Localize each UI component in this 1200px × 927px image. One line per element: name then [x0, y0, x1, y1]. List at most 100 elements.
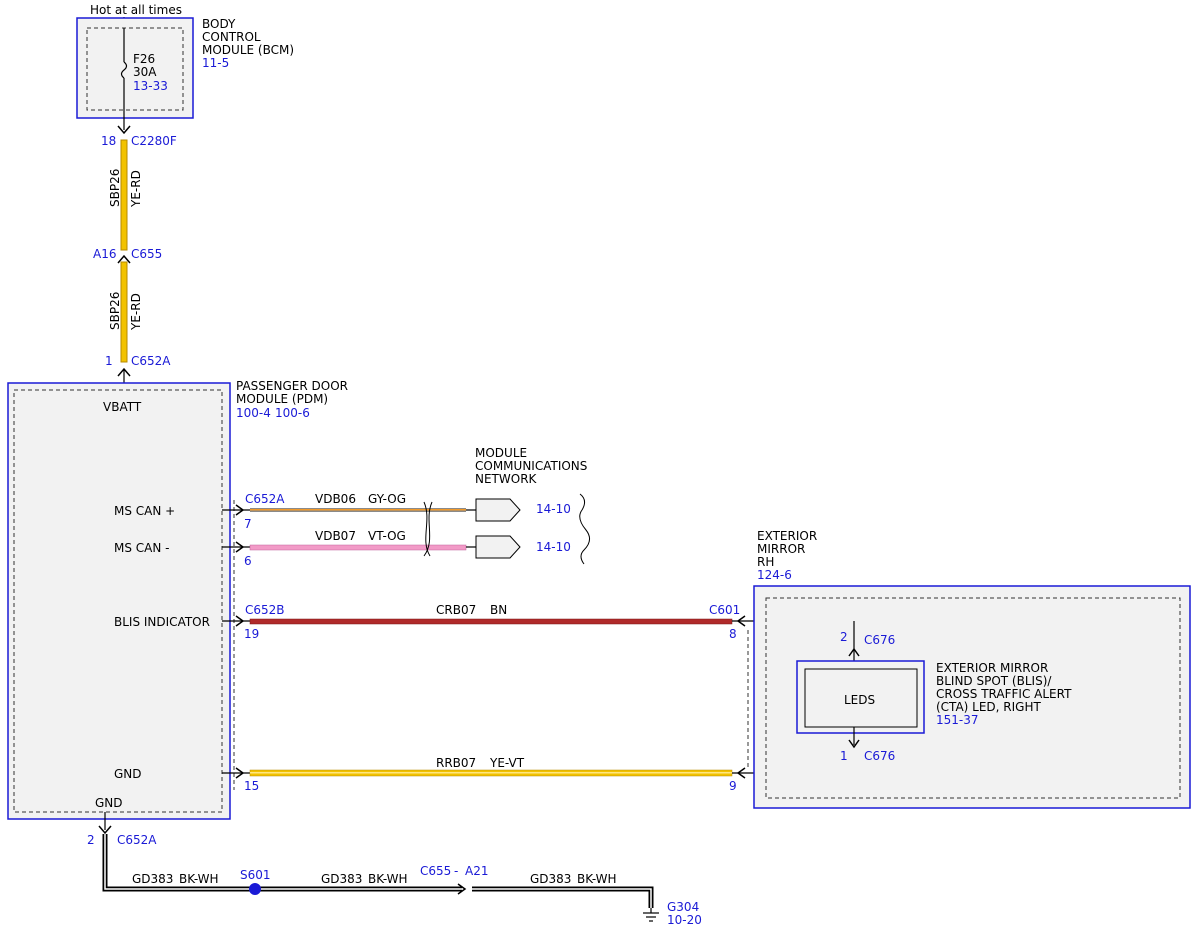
ground-seg1-color: BK-WH: [179, 872, 219, 886]
blis-circuit: CRB07: [436, 603, 476, 617]
can-minus-circuit: VDB07: [315, 529, 356, 543]
ground-inline-connector[interactable]: C655: [420, 864, 451, 878]
connector-arrow-icon: [235, 541, 245, 553]
fuse-icon: [120, 61, 128, 79]
connector-arrow-icon: [117, 367, 131, 377]
bcm-pin: 18: [101, 134, 116, 148]
led-top-connector[interactable]: C676: [864, 633, 895, 647]
connector-arrow-icon: [848, 739, 860, 749]
can-minus-pin: 6: [244, 554, 252, 568]
pdm-ref-1[interactable]: 100-4: [236, 406, 271, 420]
can-minus-color: VT-OG: [368, 529, 406, 543]
pdm-supply-connector[interactable]: C652A: [131, 354, 171, 368]
bcm-connector[interactable]: C2280F: [131, 134, 177, 148]
connector-arrow-icon: [457, 883, 467, 895]
fuse-ref[interactable]: 13-33: [133, 79, 168, 93]
wire-blis: [249, 618, 733, 625]
twisted-pair-icon: [423, 501, 433, 557]
pdm-blis-label: BLIS INDICATOR: [114, 615, 210, 629]
ground-seg3-circuit: GD383: [530, 872, 571, 886]
connector-arrow-icon: [235, 504, 245, 516]
ground-ref[interactable]: 10-20: [667, 913, 702, 927]
can-plus-ref[interactable]: 14-10: [536, 502, 571, 516]
ground-icon: [643, 908, 659, 922]
led-desc-2: BLIND SPOT (BLIS)/: [936, 674, 1052, 688]
ground-inline-sep: -: [454, 864, 458, 878]
c655-pin: A16: [93, 247, 116, 261]
ground-point[interactable]: G304: [667, 900, 699, 914]
can-plus-pin: 7: [244, 517, 252, 531]
led-top-pin: 2: [840, 630, 848, 644]
wire-sbp26-lower-circuit: SBP26: [108, 292, 122, 330]
pdm-supply-pin: 1: [105, 354, 113, 368]
mirror-inner-box: [765, 597, 1181, 799]
blis-color: BN: [490, 603, 507, 617]
connector-arrow-icon: [736, 615, 746, 627]
led-label: LEDS: [844, 693, 875, 707]
wire-sbp26-upper-circuit: SBP26: [108, 169, 122, 207]
bcm-name-2: CONTROL: [202, 30, 261, 44]
connector-arrow-icon: [235, 767, 245, 779]
wire-ground-2: [472, 886, 654, 908]
pdm-name-1: PASSENGER DOOR: [236, 379, 348, 393]
brace-icon: [579, 493, 590, 565]
ground-pin: 2: [87, 833, 95, 847]
network-connector[interactable]: C652A: [245, 492, 285, 506]
gnd-mirror-pin: 9: [729, 779, 737, 793]
led-bottom-pin: 1: [840, 749, 848, 763]
can-minus-ref[interactable]: 14-10: [536, 540, 571, 554]
c655-connector[interactable]: C655: [131, 247, 162, 261]
blis-mirror-connector[interactable]: C601: [709, 603, 740, 617]
blis-pdm-connector[interactable]: C652B: [245, 603, 285, 617]
splice-label[interactable]: S601: [240, 868, 271, 882]
mirror-ref[interactable]: 124-6: [757, 568, 792, 582]
network-name-3: NETWORK: [475, 472, 538, 486]
pdm-name-2: MODULE (PDM): [236, 392, 328, 406]
led-inner-box: [804, 668, 918, 728]
gnd-pdm-pin: 15: [244, 779, 259, 793]
connector-arrow-icon: [117, 125, 131, 135]
splice-icon: [249, 883, 261, 895]
mirror-name-2: MIRROR: [757, 542, 805, 556]
connector-arrow-icon: [848, 647, 860, 657]
gnd-circuit: RRB07: [436, 756, 476, 770]
led-desc-4: (CTA) LED, RIGHT: [936, 700, 1042, 714]
pdm-ref-2[interactable]: 100-6: [275, 406, 310, 420]
bcm-name-1: BODY: [202, 17, 236, 31]
can-plus-circuit: VDB06: [315, 492, 356, 506]
network-name-2: COMMUNICATIONS: [475, 459, 587, 473]
led-ref[interactable]: 151-37: [936, 713, 979, 727]
bcm-module-box: [76, 17, 194, 119]
bcm-ref[interactable]: 11-5: [202, 56, 229, 70]
ground-seg2-color: BK-WH: [368, 872, 408, 886]
pdm-module-box: [7, 382, 231, 820]
network-arrow-icon: [475, 535, 521, 559]
ground-seg2-circuit: GD383: [321, 872, 362, 886]
blis-mirror-pin: 8: [729, 627, 737, 641]
mirror-name-3: RH: [757, 555, 774, 569]
connector-arrow-icon: [235, 615, 245, 627]
blis-pdm-pin: 19: [244, 627, 259, 641]
wire-sbp26-lower: [120, 261, 128, 363]
gnd-color: YE-VT: [489, 756, 525, 770]
pdm-can-minus-label: MS CAN -: [114, 541, 170, 555]
ground-seg3-color: BK-WH: [577, 872, 617, 886]
pdm-gnd-bottom-label: GND: [95, 796, 123, 810]
bcm-name-3: MODULE (BCM): [202, 43, 294, 57]
led-desc-1: EXTERIOR MIRROR: [936, 661, 1048, 675]
led-desc-3: CROSS TRAFFIC ALERT: [936, 687, 1072, 701]
pdm-gnd-label: GND: [114, 767, 142, 781]
connector-arrow-icon: [736, 767, 746, 779]
mirror-name-1: EXTERIOR: [757, 529, 817, 543]
pdm-can-plus-label: MS CAN +: [114, 504, 175, 518]
pdm-vbatt-label: VBATT: [103, 400, 142, 414]
wire-sbp26-upper-color: YE-RD: [129, 170, 143, 208]
ground-connector[interactable]: C652A: [117, 833, 157, 847]
network-arrow-icon: [475, 498, 521, 522]
led-bottom-connector[interactable]: C676: [864, 749, 895, 763]
bcm-inner-box: [86, 27, 184, 111]
fuse-name: F26: [133, 52, 155, 66]
wire-can-minus: [249, 544, 467, 551]
fuse-rating: 30A: [133, 65, 157, 79]
